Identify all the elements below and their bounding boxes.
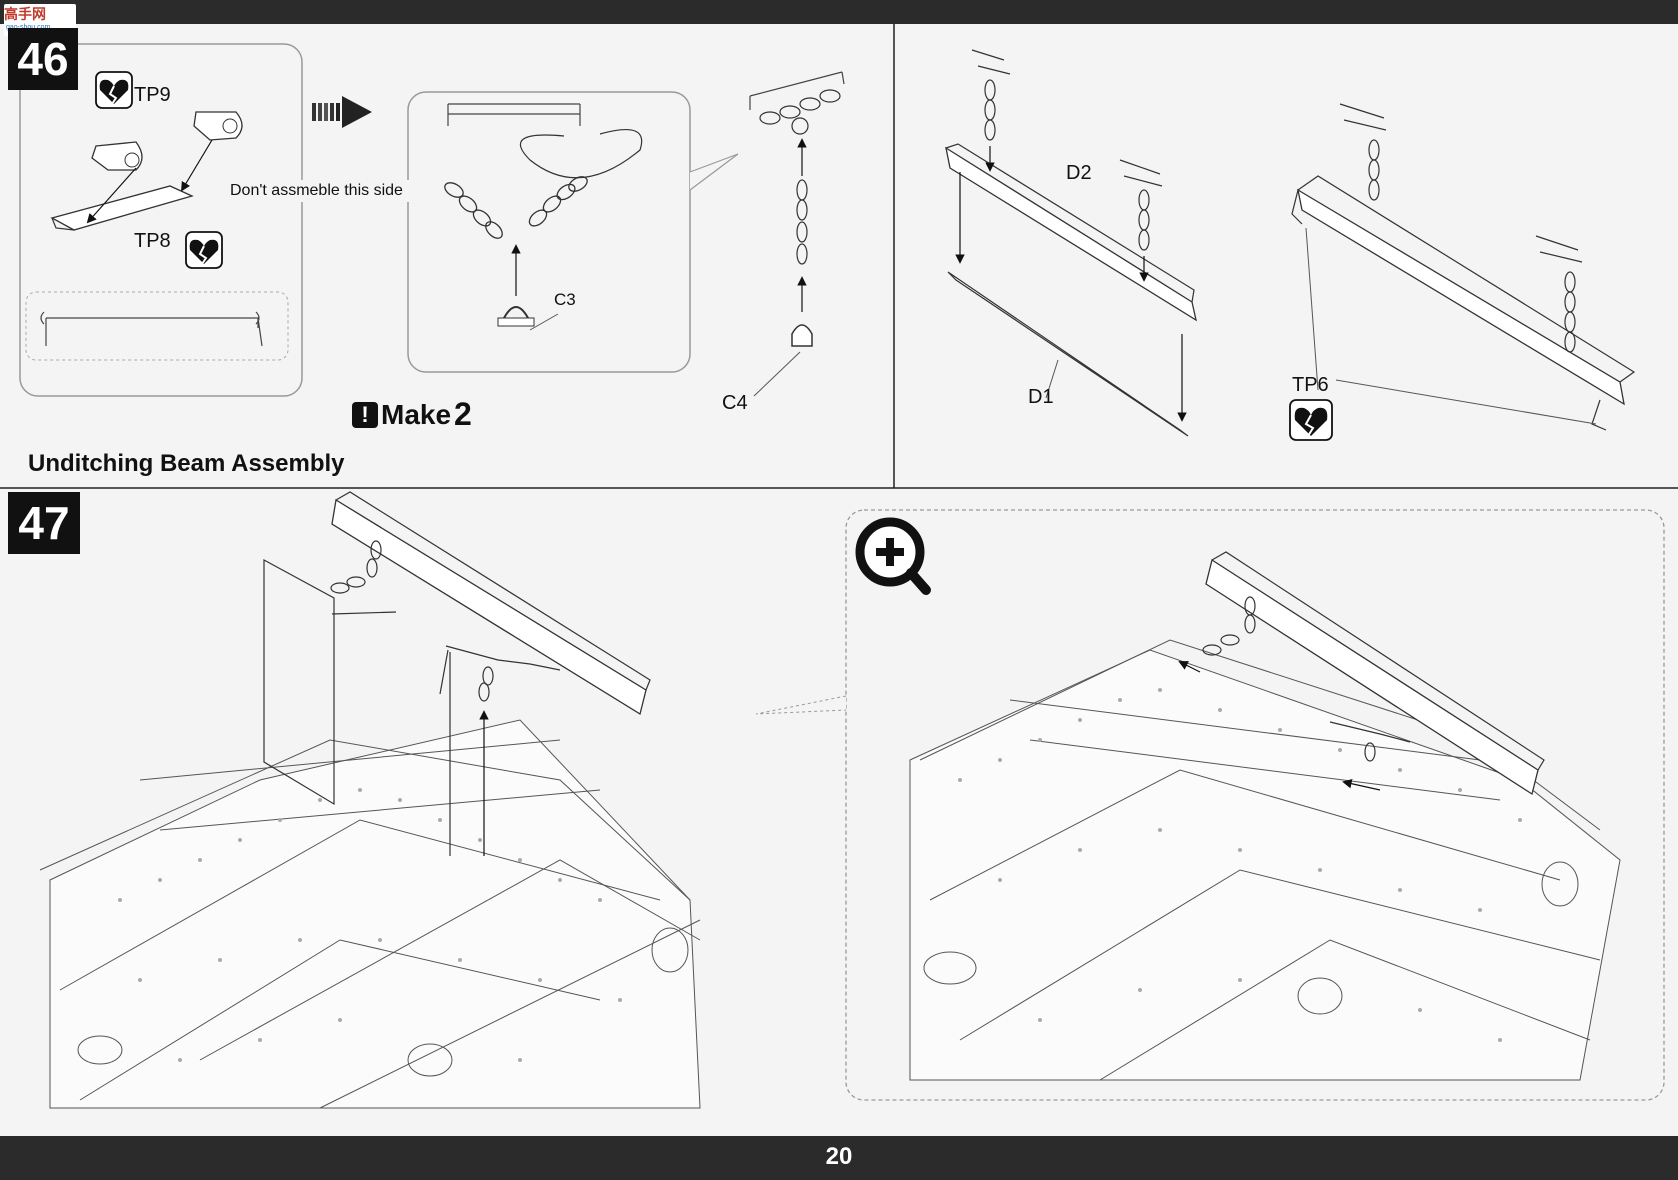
hull-left-rivets [118,788,622,1062]
beam-d2 [945,146,1197,322]
beam-zoom [1205,558,1539,796]
part-label-tp6: TP6 [1292,374,1329,396]
part-label-tp8: TP8 [134,230,171,252]
section-title: Unditching Beam Assembly [28,450,345,477]
beam-d1 [947,271,1189,437]
arrow-right-icon [312,96,372,128]
top-bar [0,0,1678,24]
step46-panel-left [19,43,303,397]
step46-panel-inset [25,291,289,361]
hull-zoom [909,639,1621,1081]
tp8-part [50,185,194,231]
part-label-c4: C4 [722,392,748,414]
watermark-title: 高手网 [4,6,46,22]
step-47-badge: 47 [8,492,80,554]
page-number: 20 [825,1143,853,1170]
zoom-panel [845,509,1665,1101]
step-46-badge: 46 [8,28,78,90]
make-label: Make [381,398,452,430]
part-label-d1: D1 [1028,386,1054,408]
exclamation-icon: ! [352,401,378,428]
assembly-note: Don't assmeble this side [224,180,409,202]
bottom-bar [0,1136,1678,1180]
part-label-d2: D2 [1066,162,1092,184]
make-qty: 2 [454,396,472,432]
broken-heart-icon-tp8 [185,231,223,269]
step46-panel-chain [407,91,691,373]
hull-left [39,719,701,1109]
make-quantity: ! Make 2 [352,396,472,433]
part-label-tp9: TP9 [134,84,171,106]
zoom-in-icon [855,517,931,595]
beam-assembled [1297,188,1625,406]
hull-zoom-rivets [958,688,1522,1042]
broken-heart-icon-tp6 [1289,399,1333,441]
beam-step47 [331,498,647,716]
watermark-url: gao-shou.com [6,24,50,31]
part-label-c3: C3 [554,290,576,309]
broken-heart-icon-tp9 [95,71,133,109]
